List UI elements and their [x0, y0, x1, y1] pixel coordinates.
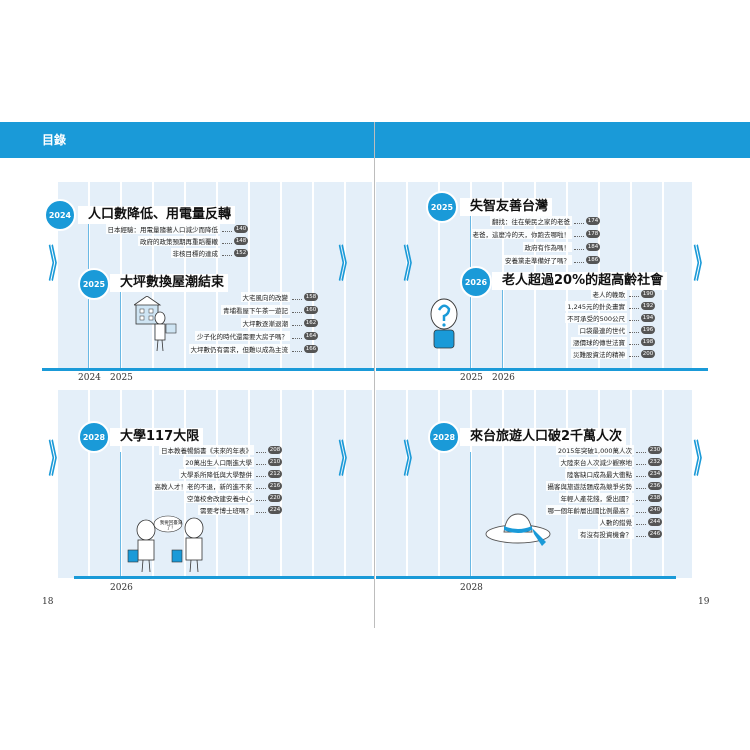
year-badge: 2026 — [460, 266, 492, 298]
axis-year-label: 2025 — [460, 373, 483, 383]
axis-year-label: 2024 — [78, 373, 101, 383]
axis-year-label: 2026 — [492, 373, 515, 383]
section-title[interactable]: 老人超過20%的超高齡社會 — [492, 272, 668, 290]
section-title[interactable]: 人口數降低、用電量反轉 — [78, 206, 236, 224]
chevron-right-icon: 》 — [403, 437, 421, 481]
timeline-baseline — [376, 576, 676, 579]
toc-entry[interactable]: 老爸，這麼冷的天，你跑去哪啦！178 — [470, 229, 600, 239]
timeline-baseline — [42, 368, 374, 371]
house-man-illustration — [134, 296, 177, 352]
panel-bottom-right — [376, 390, 692, 578]
year-badge: 2028 — [428, 421, 460, 453]
section-title[interactable]: 失智友善台灣 — [460, 198, 553, 216]
page-number-left: 18 — [42, 597, 54, 607]
year-tick-line — [470, 452, 471, 576]
axis-year-label: 2026 — [110, 583, 133, 593]
section-title[interactable]: 大學117大限 — [110, 428, 204, 446]
page-number-right: 19 — [698, 597, 710, 607]
chevron-right-icon: 》 — [48, 437, 66, 481]
toc-entry[interactable]: 少子化的時代還需要大房子嗎？164 — [195, 331, 318, 341]
timeline-baseline — [376, 368, 708, 371]
chevron-right-icon: 》 — [693, 242, 711, 286]
section-title[interactable]: 大坪數換屋潮結束 — [110, 274, 229, 292]
toc-entry[interactable]: 哪一個年齡層出國比例最高？240 — [545, 505, 662, 515]
year-badge: 2025 — [426, 191, 458, 223]
year-badge: 2028 — [78, 421, 110, 453]
speech-bubble-text: 我要回臺灣了！ — [159, 521, 183, 531]
sun-hat-illustration — [485, 513, 551, 546]
toc-entry[interactable]: 政府有作為嗎！184 — [522, 242, 600, 252]
timeline-stripes — [376, 390, 692, 578]
book-spine — [374, 122, 375, 628]
chevron-right-icon: 》 — [338, 242, 356, 286]
chevron-right-icon: 》 — [338, 437, 356, 481]
toc-entry[interactable]: 安養黨走準備好了嗎？186 — [503, 255, 600, 265]
toc-entry[interactable]: 年輕人產花錢，愛出國？238 — [558, 493, 662, 503]
axis-year-label: 2028 — [460, 583, 483, 593]
year-badge: 2024 — [44, 199, 76, 231]
timeline-baseline — [74, 576, 374, 579]
toc-header-bar: 目錄 — [0, 122, 750, 158]
two-people-illustration — [127, 515, 204, 573]
section-title[interactable]: 來台旅遊人口破2千萬人次 — [460, 428, 627, 446]
toc-entry[interactable]: 有沒有投資機會？246 — [578, 529, 662, 539]
thinking-person-illustration — [430, 298, 458, 349]
toc-title: 目錄 — [42, 133, 67, 147]
year-tick-line — [502, 288, 503, 368]
chevron-right-icon: 》 — [48, 242, 66, 286]
chevron-right-icon: 》 — [403, 242, 421, 286]
toc-entry[interactable]: 需要考博士班嗎？224 — [198, 505, 282, 515]
year-tick-line — [120, 452, 121, 576]
year-tick-line — [120, 278, 121, 368]
axis-year-label: 2025 — [110, 373, 133, 383]
year-badge: 2025 — [78, 268, 110, 300]
chevron-right-icon: 》 — [693, 437, 711, 481]
toc-entry[interactable]: 日本教養暢銷書《未來的年表》208 — [159, 445, 282, 455]
